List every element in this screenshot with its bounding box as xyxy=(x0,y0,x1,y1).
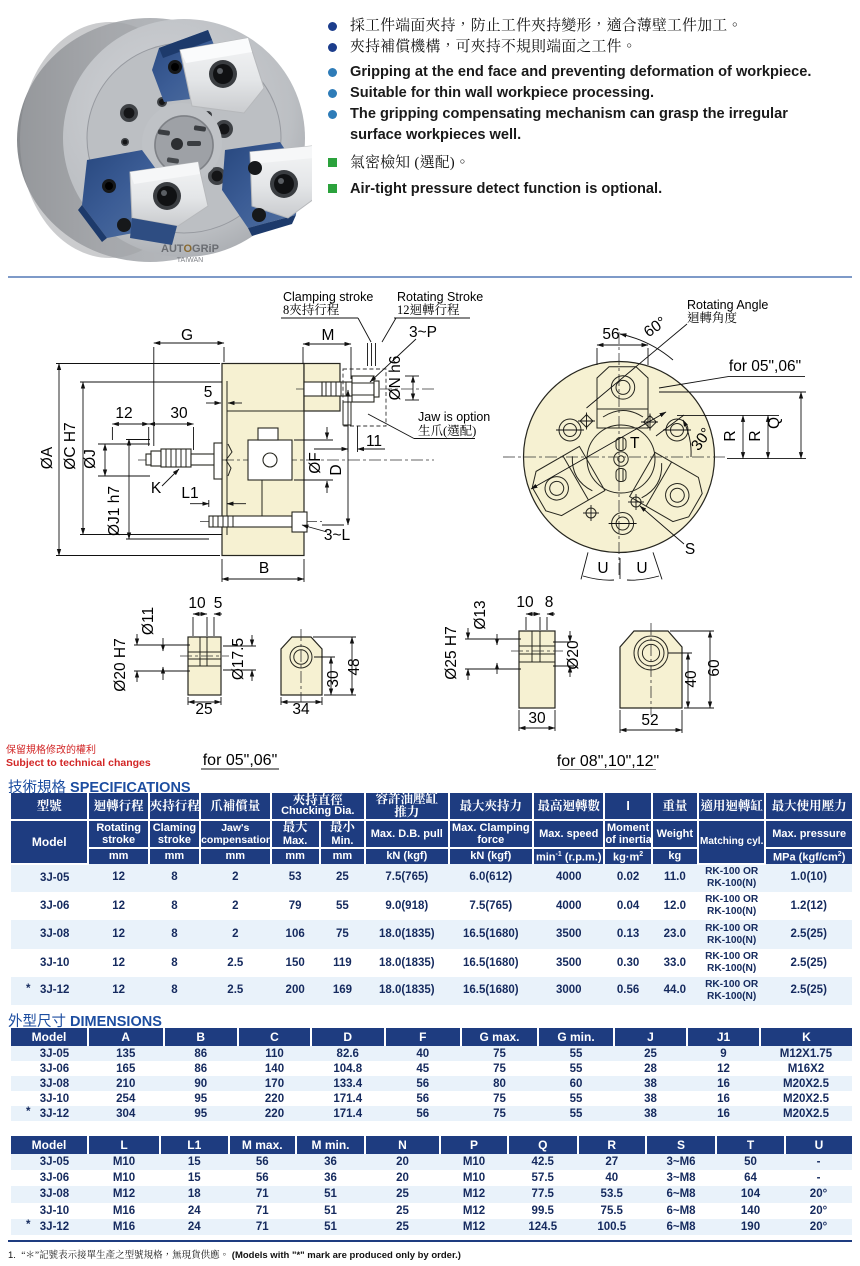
svg-text:G: G xyxy=(181,327,193,344)
svg-text:10: 10 xyxy=(516,594,534,611)
svg-text:3~L: 3~L xyxy=(324,527,351,544)
svg-text:ØJ1 h7: ØJ1 h7 xyxy=(106,486,123,536)
svg-text:60: 60 xyxy=(706,659,723,677)
svg-text:ØJ: ØJ xyxy=(82,449,99,469)
svg-text:Rotating Stroke: Rotating Stroke xyxy=(397,290,483,304)
svg-text:Ø20: Ø20 xyxy=(565,640,582,670)
svg-text:5: 5 xyxy=(204,384,213,401)
svg-text:Ø25 H7: Ø25 H7 xyxy=(443,626,460,679)
svg-text:60°: 60° xyxy=(641,314,670,341)
svg-text:40: 40 xyxy=(683,670,700,688)
svg-text:S: S xyxy=(685,541,695,558)
svg-text:Clamping stroke: Clamping stroke xyxy=(283,290,373,304)
svg-text:Ø17.5: Ø17.5 xyxy=(230,638,247,680)
svg-text:34: 34 xyxy=(292,701,310,718)
svg-text:U: U xyxy=(636,560,647,577)
svg-text:Q: Q xyxy=(766,417,783,429)
svg-text:30: 30 xyxy=(528,710,546,727)
svg-text:12: 12 xyxy=(115,405,132,422)
svg-text:3~P: 3~P xyxy=(409,324,437,341)
svg-text:for 05",06": for 05",06" xyxy=(729,358,801,375)
svg-text:30: 30 xyxy=(170,405,188,422)
svg-text:M: M xyxy=(322,327,335,344)
svg-text:U: U xyxy=(597,560,608,577)
svg-text:K: K xyxy=(151,480,162,497)
svg-text:Ø13: Ø13 xyxy=(472,600,489,629)
svg-text:52: 52 xyxy=(641,712,658,729)
svg-text:56: 56 xyxy=(602,326,619,343)
svg-text:R: R xyxy=(722,430,739,441)
svg-text:B: B xyxy=(259,560,269,577)
svg-text:30: 30 xyxy=(325,670,342,688)
svg-text:11: 11 xyxy=(366,433,382,450)
svg-text:12迴轉行程: 12迴轉行程 xyxy=(397,302,460,317)
svg-text:TAIWAN: TAIWAN xyxy=(177,257,203,264)
svg-text:ØF: ØF xyxy=(307,452,324,474)
svg-text:8夾持行程: 8夾持行程 xyxy=(283,302,340,317)
svg-text:迴轉角度: 迴轉角度 xyxy=(687,310,738,325)
svg-text:Ø11: Ø11 xyxy=(140,607,157,635)
svg-text:10: 10 xyxy=(188,595,206,612)
svg-text:ØA: ØA xyxy=(39,446,56,469)
svg-text:Jaw is option: Jaw is option xyxy=(418,410,490,424)
svg-text:T: T xyxy=(630,435,640,452)
svg-text:48: 48 xyxy=(346,658,363,675)
svg-text:生爪(選配): 生爪(選配) xyxy=(418,423,476,438)
svg-text:for 05",06": for 05",06" xyxy=(203,752,278,769)
svg-text:AUTOGRiP: AUTOGRiP xyxy=(161,243,219,255)
svg-text:25: 25 xyxy=(195,701,212,718)
svg-text:Rotating Angle: Rotating Angle xyxy=(687,298,768,312)
svg-text:L1: L1 xyxy=(181,485,198,502)
svg-text:for 08",10",12": for 08",10",12" xyxy=(557,753,659,770)
svg-text:R: R xyxy=(747,430,764,441)
svg-text:8: 8 xyxy=(545,594,554,611)
svg-text:ØC H7: ØC H7 xyxy=(62,422,79,469)
svg-text:ØN h6: ØN h6 xyxy=(387,356,404,401)
svg-text:5: 5 xyxy=(214,595,223,612)
svg-text:Ø20 H7: Ø20 H7 xyxy=(112,638,129,691)
svg-text:D: D xyxy=(328,464,345,475)
